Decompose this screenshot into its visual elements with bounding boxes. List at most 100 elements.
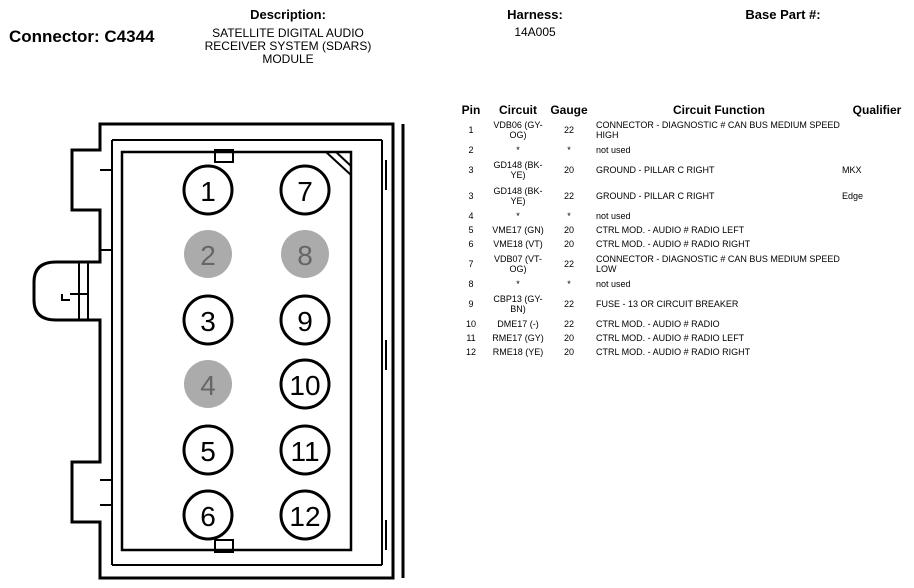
pin-circle (182, 489, 234, 541)
description-heading: Description: (250, 7, 326, 22)
cell-function: FUSE - 13 OR CIRCUIT BREAKER (596, 299, 739, 309)
cell-circuit: CBP13 (GY-BN) (493, 294, 543, 314)
pin-cavity: 5 (182, 424, 234, 476)
pin-number-label: 4 (200, 370, 216, 401)
cell-function: CTRL MOD. - AUDIO # RADIO RIGHT (596, 347, 751, 357)
cell-gauge: 22 (563, 259, 574, 269)
description-text: SATELLITE DIGITAL AUDIO RECEIVER SYSTEM … (178, 27, 398, 66)
cell-qualifier (842, 291, 912, 317)
cell-gauge: * (567, 211, 571, 221)
pin-cavity: 3 (182, 294, 234, 346)
cell-function: not used (596, 211, 631, 221)
pin-circle (182, 164, 234, 216)
cell-qualifier (842, 251, 912, 277)
cell-pin: 12 (465, 347, 476, 357)
pin-circle (184, 360, 232, 408)
cell-circuit: GD148 (BK-YE) (493, 186, 543, 206)
cell-gauge: * (567, 279, 571, 289)
cell-pin: 4 (468, 211, 474, 221)
pin-number-label: 9 (297, 306, 313, 337)
pin-number-label: 1 (200, 176, 216, 207)
pin-cavity: 7 (279, 164, 331, 216)
pin-number-label: 2 (200, 240, 216, 271)
pin-number-label: 11 (290, 436, 319, 467)
cell-circuit: RME17 (GY) (492, 333, 544, 343)
pin-circle (279, 424, 331, 476)
cell-pin: 10 (465, 319, 476, 329)
pin-group: 1 7 2 8 3 9 4 10 5 11 6 12 (182, 164, 331, 541)
cell-gauge: 22 (563, 319, 574, 329)
cell-pin: 11 (466, 333, 476, 343)
cell-function: CTRL MOD. - AUDIO # RADIO (596, 319, 720, 329)
connector-outer-shell (32, 122, 395, 580)
cell-gauge: 20 (563, 347, 574, 357)
table-row: 4**not used (452, 209, 912, 223)
cell-circuit: VDB07 (VT-OG) (493, 254, 542, 274)
cell-qualifier: MKX (842, 165, 862, 175)
pin-cavity: 8 (281, 230, 329, 278)
cell-qualifier (842, 223, 912, 237)
cell-gauge: 20 (563, 225, 574, 235)
connector-title: Connector: C4344 (9, 27, 155, 46)
pin-circle (182, 294, 234, 346)
pin-number-label: 7 (297, 176, 313, 207)
pin-cavity: 9 (279, 294, 331, 346)
pin-cavity: 11 (279, 424, 331, 476)
cell-qualifier (842, 331, 912, 345)
pin-cavity: 12 (279, 489, 331, 541)
pin-number-label: 8 (297, 240, 313, 271)
column-header-gauge: Gauge (550, 103, 588, 117)
pin-cavity: 1 (182, 164, 234, 216)
pin-cavity: 2 (184, 230, 232, 278)
cell-pin: 9 (468, 299, 474, 309)
cell-qualifier (842, 237, 912, 251)
cell-circuit: DME17 (-) (497, 319, 539, 329)
cell-circuit: VME18 (VT) (493, 239, 543, 249)
cell-function: CONNECTOR - DIAGNOSTIC # CAN BUS MEDIUM … (596, 120, 840, 140)
pin-circle (182, 424, 234, 476)
column-header-circuit: Circuit (498, 103, 537, 117)
pin-circle (281, 230, 329, 278)
harness-value: 14A005 (514, 25, 556, 39)
cell-function: GROUND - PILLAR C RIGHT (596, 165, 715, 175)
pin-circle (279, 164, 331, 216)
pin-cavity: 4 (184, 360, 232, 408)
cell-pin: 3 (468, 191, 474, 201)
harness-heading: Harness: (507, 7, 563, 22)
cell-function: not used (596, 145, 631, 155)
table-row: 8**not used (452, 277, 912, 291)
cell-pin: 2 (468, 145, 474, 155)
cell-circuit: GD148 (BK-YE) (493, 160, 543, 180)
pin-number-label: 3 (200, 306, 216, 337)
cell-pin: 8 (468, 279, 474, 289)
cell-qualifier (842, 117, 912, 143)
column-header-qualifier: Qualifier (852, 103, 902, 117)
cell-circuit: * (516, 145, 520, 155)
pin-circle (279, 489, 331, 541)
cell-gauge: 22 (563, 125, 574, 135)
cell-gauge: 20 (563, 165, 574, 175)
pin-number-label: 10 (289, 370, 320, 401)
cell-circuit: * (516, 279, 520, 289)
pin-number-label: 5 (200, 436, 216, 467)
connector-inner-cavity (120, 150, 353, 552)
cell-circuit: VME17 (GN) (492, 225, 544, 235)
description-line: MODULE (262, 52, 314, 66)
pin-cavity: 10 (279, 358, 331, 410)
description-line: RECEIVER SYSTEM (SDARS) (204, 39, 372, 53)
pin-cavity: 6 (182, 489, 234, 541)
cell-function: CTRL MOD. - AUDIO # RADIO RIGHT (596, 239, 751, 249)
cell-qualifier (842, 317, 912, 331)
cell-qualifier (842, 143, 912, 157)
table-header-row: Pin Circuit Gauge Circuit Function Quali… (452, 101, 912, 117)
pin-number-label: 12 (289, 501, 320, 532)
cell-gauge: 22 (563, 299, 574, 309)
cell-gauge: 22 (563, 191, 574, 201)
